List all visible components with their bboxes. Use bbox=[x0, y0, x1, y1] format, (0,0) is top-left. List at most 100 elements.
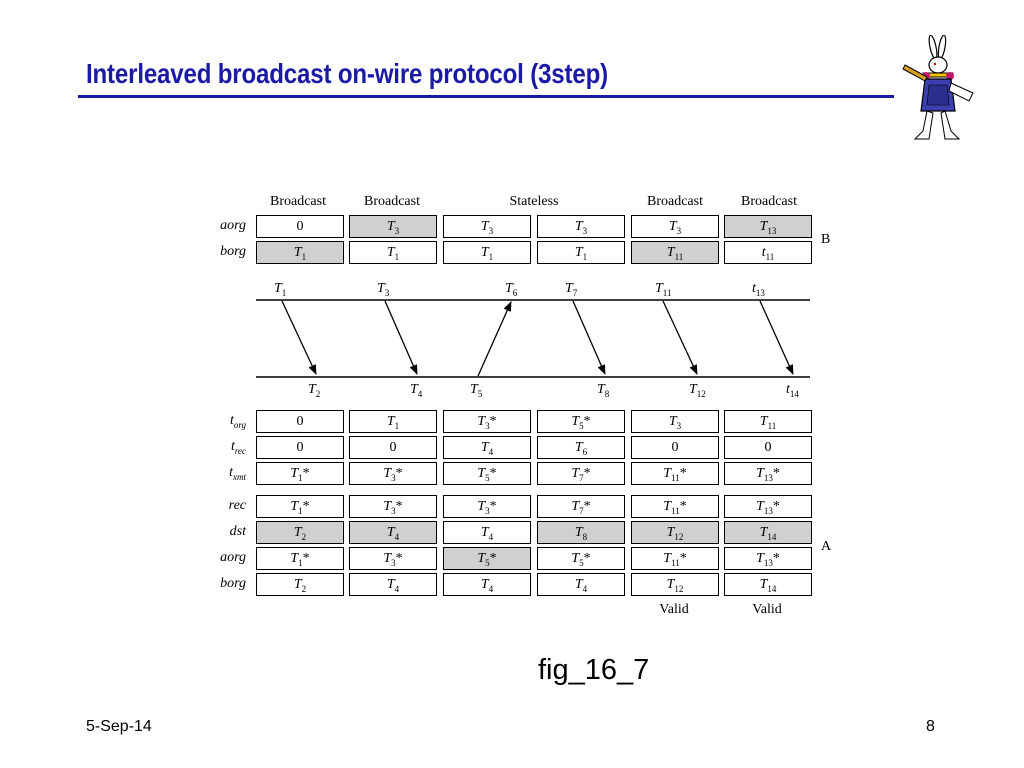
timeline-b-label: T11 bbox=[655, 280, 671, 302]
register-cell: T13 bbox=[724, 215, 812, 238]
cell-value: 0 bbox=[764, 440, 772, 455]
register-cell: T3 bbox=[349, 215, 437, 238]
row-label-a-trec: trec bbox=[186, 437, 246, 461]
cell-value: T bbox=[480, 219, 489, 234]
cell-subscript: 3 bbox=[391, 505, 396, 516]
cell-subscript: 7 bbox=[579, 472, 584, 483]
cell-value: T bbox=[383, 466, 392, 481]
cell-star: * bbox=[302, 551, 310, 566]
cell-star: * bbox=[395, 466, 403, 481]
cell-value: T bbox=[668, 219, 677, 234]
cell-value: T bbox=[477, 414, 486, 429]
cell-subscript: 5 bbox=[579, 557, 584, 568]
cell-value: T bbox=[574, 219, 583, 234]
column-header: Stateless bbox=[509, 194, 559, 209]
register-cell: T3* bbox=[349, 462, 437, 485]
cell-value: T bbox=[759, 219, 768, 234]
packet-arrow-1 bbox=[281, 300, 317, 375]
cell-value: T bbox=[666, 525, 675, 540]
cell-value: T bbox=[290, 499, 299, 514]
cell-value: T bbox=[293, 525, 302, 540]
cell-subscript: 3 bbox=[676, 420, 682, 431]
cell-value: t bbox=[761, 245, 766, 260]
cell-subscript: 7 bbox=[572, 287, 578, 298]
cell-value: T bbox=[386, 414, 395, 429]
register-cell: T3 bbox=[631, 410, 719, 433]
cell-subscript: 2 bbox=[315, 388, 321, 399]
cell-subscript: 1 bbox=[298, 557, 303, 568]
cell-star: * bbox=[583, 466, 591, 481]
cell-subscript: 11 bbox=[674, 251, 684, 262]
timeline-a-label: T2 bbox=[308, 381, 320, 403]
cell-value: T bbox=[655, 281, 663, 296]
cell-subscript: 11 bbox=[765, 251, 775, 262]
timeline-a-label: T12 bbox=[689, 381, 706, 403]
register-cell: 0 bbox=[256, 410, 344, 433]
cell-subscript: 3 bbox=[384, 287, 390, 298]
register-cell: T1* bbox=[256, 462, 344, 485]
cell-value: T bbox=[290, 551, 299, 566]
cell-value: T bbox=[571, 499, 580, 514]
packet-arrow-4 bbox=[572, 300, 606, 375]
cell-value: 0 bbox=[296, 440, 304, 455]
cell-subscript: 4 bbox=[417, 388, 423, 399]
cell-subscript: 1 bbox=[298, 472, 303, 483]
cell-value: T bbox=[480, 577, 489, 592]
register-cell: T2 bbox=[256, 521, 344, 544]
cell-subscript: 11 bbox=[662, 287, 672, 298]
cell-subscript: 7 bbox=[579, 505, 584, 516]
cell-subscript: 4 bbox=[394, 531, 400, 542]
cell-value: T bbox=[377, 281, 385, 296]
cell-star: * bbox=[489, 499, 497, 514]
timeline-a-label: t14 bbox=[786, 381, 799, 403]
row-label-a-aorg: aorg bbox=[220, 550, 246, 565]
cell-value: T bbox=[574, 525, 583, 540]
packet-arrow-5 bbox=[662, 300, 698, 375]
server-b-label: B bbox=[821, 232, 831, 247]
cell-value: T bbox=[574, 440, 583, 455]
cell-subscript: 3 bbox=[582, 225, 588, 236]
register-cell: T1 bbox=[443, 241, 531, 264]
cell-value: T bbox=[663, 551, 672, 566]
cell-value: T bbox=[290, 466, 299, 481]
cell-subscript: 4 bbox=[394, 583, 400, 594]
cell-subscript: 3 bbox=[676, 225, 682, 236]
register-cell: T13* bbox=[724, 495, 812, 518]
column-header: Broadcast bbox=[270, 194, 326, 209]
cell-value: 0 bbox=[296, 414, 304, 429]
cell-value: T bbox=[759, 577, 768, 592]
packet-arrow-6 bbox=[759, 300, 794, 375]
row-label-base: t bbox=[229, 465, 233, 480]
timeline-b-label: T6 bbox=[505, 280, 517, 302]
row-label-a-torg: torg bbox=[186, 411, 246, 435]
register-cell: T11 bbox=[724, 410, 812, 433]
timeline-a-label: T4 bbox=[410, 381, 422, 403]
row-label-base: t bbox=[229, 413, 234, 428]
cell-value: T bbox=[505, 281, 513, 296]
cell-value: T bbox=[574, 245, 583, 260]
cell-subscript: 5 bbox=[485, 557, 490, 568]
register-cell: 0 bbox=[256, 215, 344, 238]
cell-value: T bbox=[565, 281, 573, 296]
cell-star: * bbox=[583, 499, 591, 514]
title-underline bbox=[78, 95, 894, 98]
timeline-a-label: T8 bbox=[597, 381, 609, 403]
register-cell: T7* bbox=[537, 462, 625, 485]
cell-subscript: 13 bbox=[763, 472, 773, 483]
cell-subscript: 12 bbox=[674, 531, 684, 542]
register-cell: T12 bbox=[631, 573, 719, 596]
cell-subscript: 13 bbox=[755, 287, 765, 298]
cell-value: T bbox=[689, 382, 697, 397]
cell-value: T bbox=[477, 499, 486, 514]
row-label-subscript: rec bbox=[234, 445, 246, 456]
register-cell: T4 bbox=[443, 521, 531, 544]
cell-subscript: 11 bbox=[671, 505, 680, 516]
register-cell: T5* bbox=[443, 462, 531, 485]
cell-value: T bbox=[571, 466, 580, 481]
register-cell: T1* bbox=[256, 495, 344, 518]
column-header: Broadcast bbox=[647, 194, 703, 209]
cell-star: * bbox=[583, 551, 591, 566]
register-cell: T4 bbox=[349, 521, 437, 544]
cell-star: * bbox=[583, 414, 591, 429]
